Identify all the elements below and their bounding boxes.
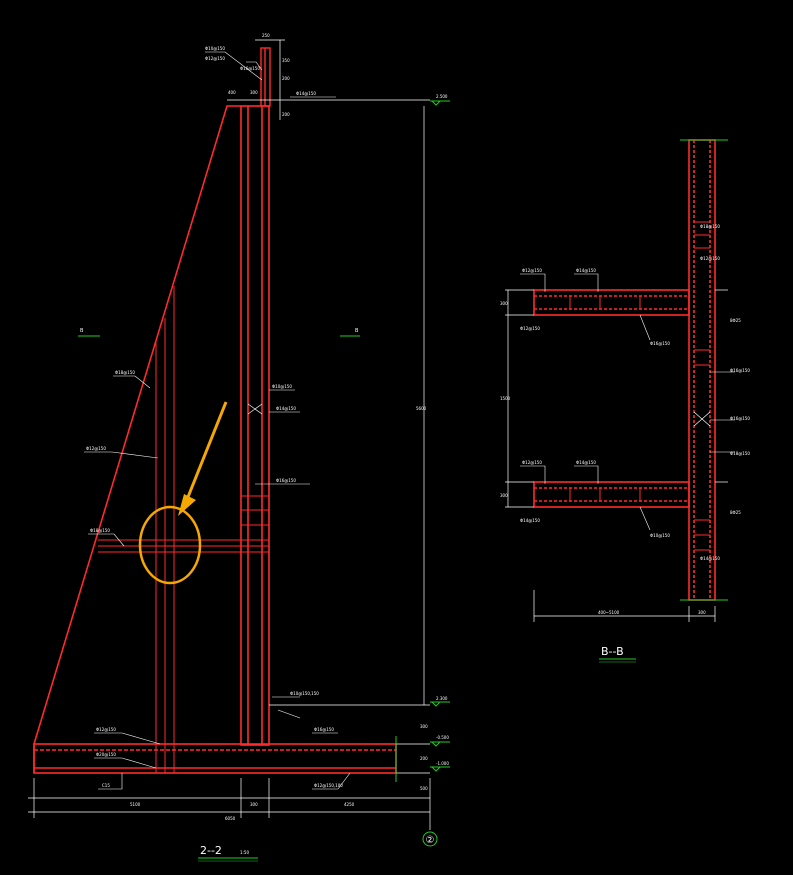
level-4: -1.000: [436, 761, 449, 766]
parapet: [260, 47, 271, 107]
bb-callout-3: Φ12@150: [522, 460, 542, 465]
bb-callout-2: Φ14@150: [576, 268, 596, 273]
bb-callout-11: Φ14@150: [520, 518, 540, 523]
axis-label: ②: [426, 835, 435, 846]
highlight-annotation: [138, 401, 228, 585]
middle-zone-label: B: [355, 328, 359, 334]
bb-callout-14: 8Φ25: [730, 510, 741, 515]
leader-lines: [84, 51, 351, 790]
dim-total: 6050: [225, 816, 236, 821]
dim-bottom-3: 4250: [344, 802, 355, 807]
callout-8: Φ14@150: [276, 406, 296, 411]
callout-12: Φ20@150: [96, 752, 116, 757]
callout-14: C15: [102, 783, 110, 788]
stem-wall-outline: [240, 105, 270, 746]
callout-2: Φ12@150: [205, 56, 225, 61]
section-2-2-scale: 1:50: [240, 850, 249, 855]
callout-1: Φ10@150: [205, 46, 225, 51]
left-zone-label: B: [80, 328, 84, 334]
dim-top-3: 250: [262, 33, 270, 38]
bb-lower-counterfort: [533, 481, 690, 508]
counterfort-rebars: [98, 286, 269, 773]
callout-5: Φ18@150: [115, 370, 135, 375]
base-slab: [33, 743, 397, 774]
dim-base-v1: 300: [420, 724, 428, 729]
section-b-b: Φ12@150 Φ14@150 Φ12@150 Φ14@150 Φ16@150 …: [500, 139, 750, 663]
bb-callout-6: Φ16@150: [730, 416, 750, 421]
bb-callout-1: Φ12@150: [522, 268, 542, 273]
level-3: -0.500: [436, 735, 449, 740]
callout-16: Φ10@150,150: [290, 691, 319, 696]
callout-3: Φ16@150: [240, 66, 260, 71]
bb-dim-b1: 400~5100: [598, 610, 620, 615]
highlight-arrow: [184, 401, 228, 503]
bb-callout-4: Φ14@150: [576, 460, 596, 465]
bb-dim-v1: 300: [500, 301, 508, 306]
dimension-lines: [28, 39, 431, 830]
bb-level-markers: [680, 139, 728, 601]
dim-top-2: 300: [250, 90, 258, 95]
callout-11: Φ12@150: [96, 727, 116, 732]
callout-4: Φ14@150: [296, 91, 316, 96]
bb-upper-counterfort: [533, 289, 690, 316]
dim-top-v1: 350: [282, 58, 290, 63]
bb-callout-5: Φ16@150: [730, 368, 750, 373]
section-b-b-title: B--B: [601, 645, 624, 658]
dim-bottom-1: 5100: [130, 802, 141, 807]
dim-base-v3: 500: [420, 786, 428, 791]
axis-bubble: ②: [422, 831, 438, 847]
callout-9: Φ16@150: [276, 478, 296, 483]
bb-main-wall: [688, 139, 716, 601]
dim-top-v2: 200: [282, 76, 290, 81]
bb-callout-7: Φ18@150: [730, 451, 750, 456]
callout-7: Φ10@150: [272, 384, 292, 389]
callout-13: Φ16@150: [314, 727, 334, 732]
section-b-b-labels: Φ12@150 Φ14@150 Φ12@150 Φ14@150 Φ16@150 …: [500, 224, 750, 663]
bb-leader-lines: [520, 273, 735, 531]
dim-top-1: 400: [228, 90, 236, 95]
section-2-2-labels: B B 2.500 2.300 -0.500 -1.000 400 300 25…: [80, 33, 449, 862]
bb-callout-13: 8Φ25: [730, 318, 741, 323]
dim-height: 5600: [416, 406, 427, 411]
callout-10: Φ18@150: [90, 528, 110, 533]
dim-bottom-2: 300: [250, 802, 258, 807]
bb-callout-15: Φ14@150: [700, 556, 720, 561]
bb-wall-ties: [569, 221, 710, 551]
wall-ties: [241, 495, 269, 526]
callout-15: Φ12@150,100: [314, 783, 343, 788]
bb-dim-v3: 300: [500, 493, 508, 498]
bb-dim-b2: 300: [698, 610, 706, 615]
section-2-2: ② B B 2.500 2.300 -0.500 -1.000 400 300 …: [28, 33, 450, 862]
level-top: 2.500: [436, 94, 448, 99]
highlight-ellipse: [138, 505, 202, 585]
level-2: 2.300: [436, 696, 448, 701]
dim-top-v3: 200: [282, 112, 290, 117]
level-markers: [78, 100, 450, 782]
bb-callout-9: Φ10@150: [650, 533, 670, 538]
bb-dim-v2: 1500: [500, 396, 511, 401]
bb-callout-12: Φ18@150: [700, 224, 720, 229]
callout-6: Φ12@150: [86, 446, 106, 451]
highlight-arrowhead: [178, 494, 196, 516]
section-2-2-title: 2--2: [200, 844, 222, 857]
bb-callout-16: Φ12@150: [700, 256, 720, 261]
bb-callout-8: Φ16@150: [650, 341, 670, 346]
bb-callout-10: Φ12@150: [520, 326, 540, 331]
dim-base-v2: 200: [420, 756, 428, 761]
